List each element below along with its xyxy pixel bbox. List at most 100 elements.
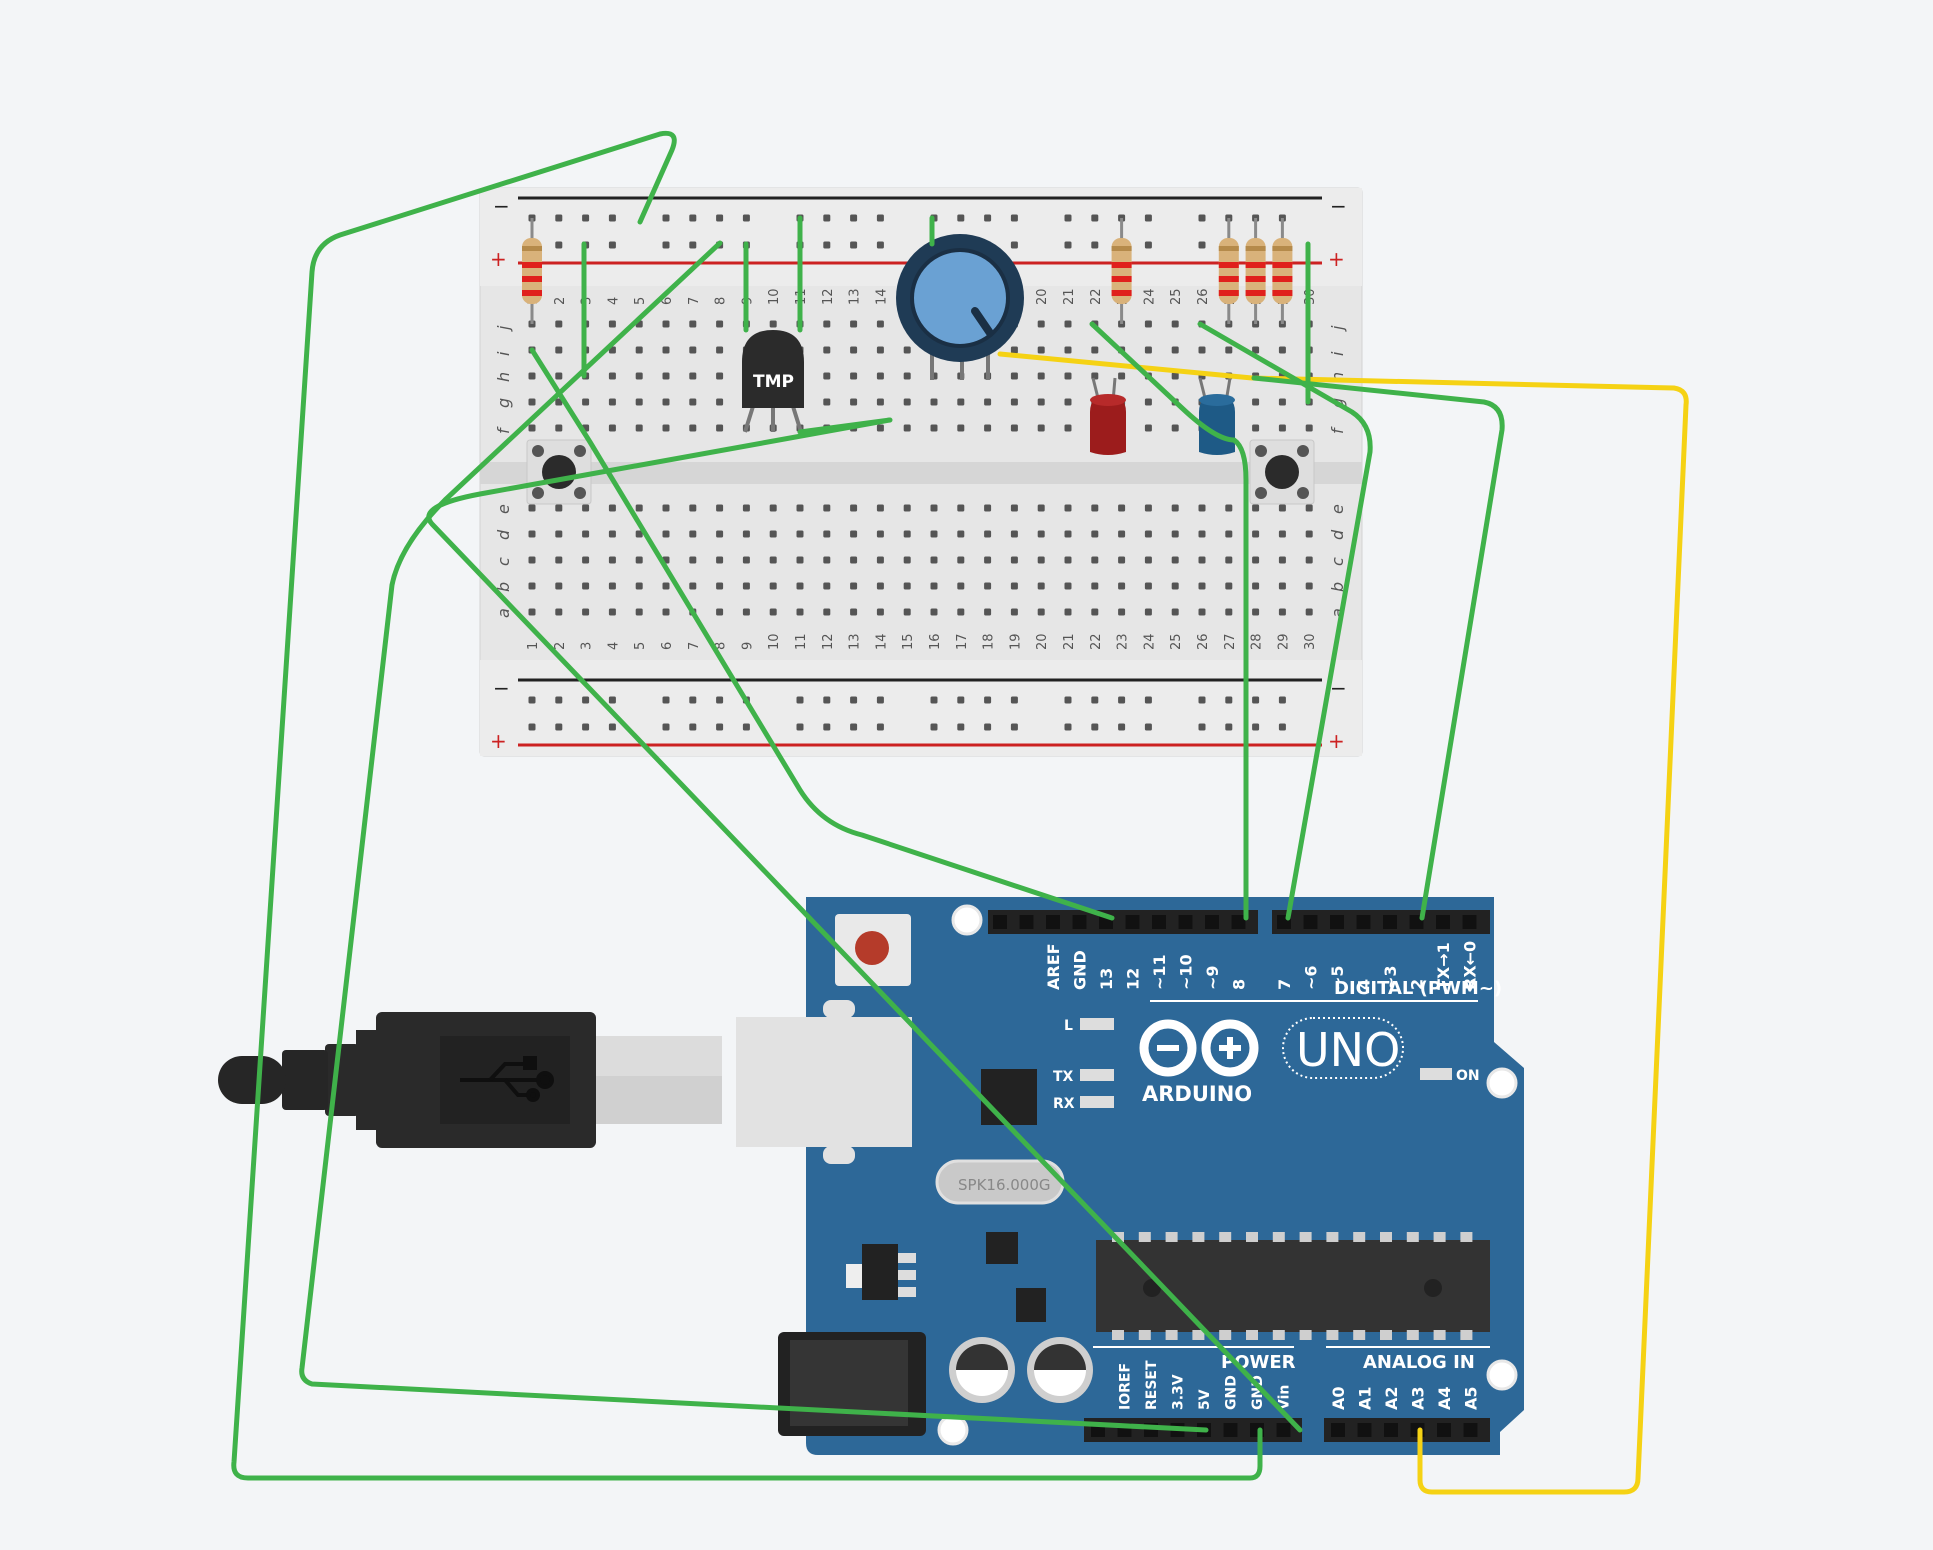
breadboard-hole bbox=[876, 346, 884, 354]
column-number: 17 bbox=[955, 633, 970, 650]
breadboard-hole bbox=[1064, 556, 1072, 564]
breadboard-hole bbox=[689, 398, 697, 406]
breadboard-hole bbox=[662, 530, 670, 538]
row-letter: g bbox=[494, 398, 513, 408]
rail-hole bbox=[1225, 696, 1233, 704]
wire bbox=[1251, 375, 1505, 921]
breadboard-hole bbox=[1252, 504, 1260, 512]
row-letter: d bbox=[1328, 529, 1347, 540]
rail-hole bbox=[662, 241, 670, 249]
rail-hole bbox=[1010, 241, 1018, 249]
column-number: 3 bbox=[580, 642, 595, 650]
column-number: 13 bbox=[848, 633, 863, 650]
rail-hole bbox=[742, 723, 750, 731]
pin-socket bbox=[1125, 915, 1140, 929]
breadboard[interactable]: − + − + − + − + 112233445566778899101011… bbox=[479, 187, 1363, 757]
analog-pin-label: A1 bbox=[1356, 1386, 1375, 1410]
breadboard-hole bbox=[1144, 608, 1152, 616]
rail-hole bbox=[796, 723, 804, 731]
breadboard-hole bbox=[1091, 608, 1099, 616]
digital-pin-sockets bbox=[993, 915, 1477, 929]
breadboard-hole bbox=[984, 582, 992, 590]
breadboard-hole bbox=[689, 530, 697, 538]
rail-hole bbox=[716, 723, 724, 731]
column-number: 4 bbox=[606, 642, 621, 650]
column-number: 24 bbox=[1142, 288, 1157, 305]
temperature-sensor[interactable]: TMP bbox=[742, 330, 804, 433]
breadboard-hole bbox=[1225, 504, 1233, 512]
crystal-label: SPK16.000G bbox=[958, 1176, 1051, 1194]
breadboard-hole bbox=[1091, 582, 1099, 590]
breadboard-hole bbox=[716, 582, 724, 590]
chip-pin bbox=[1272, 1232, 1285, 1242]
breadboard-hole bbox=[582, 530, 590, 538]
usb-symbol-icon bbox=[460, 1056, 554, 1102]
pushbutton-left[interactable] bbox=[526, 439, 592, 505]
analog-pin-label: A5 bbox=[1462, 1386, 1481, 1410]
reset-button-cap[interactable] bbox=[855, 931, 889, 965]
rail-hole bbox=[555, 696, 563, 704]
rail-minus-top-right: − bbox=[1330, 194, 1347, 218]
led-red[interactable] bbox=[1090, 377, 1126, 455]
breadboard-hole bbox=[1171, 582, 1179, 590]
breadboard-hole bbox=[984, 530, 992, 538]
power-pin-label: IOREF bbox=[1118, 1363, 1134, 1410]
wire bbox=[997, 351, 1689, 1495]
pin-socket bbox=[1463, 1423, 1478, 1437]
breadboard-hole bbox=[662, 504, 670, 512]
rail-hole bbox=[1144, 723, 1152, 731]
rail-hole bbox=[823, 696, 831, 704]
pin-socket bbox=[1178, 915, 1193, 929]
rail-hole bbox=[957, 696, 965, 704]
breadboard-hole bbox=[1064, 608, 1072, 616]
chip-pin bbox=[1299, 1232, 1312, 1242]
potentiometer[interactable] bbox=[896, 234, 1024, 380]
breadboard-hole bbox=[1091, 504, 1099, 512]
breadboard-hole bbox=[984, 398, 992, 406]
column-number: 11 bbox=[794, 633, 809, 650]
usb-cable[interactable] bbox=[218, 1000, 912, 1164]
breadboard-hole bbox=[1278, 504, 1286, 512]
breadboard-hole bbox=[903, 582, 911, 590]
breadboard-hole bbox=[608, 398, 616, 406]
resistor-band bbox=[1245, 276, 1266, 282]
wires bbox=[231, 130, 1689, 1495]
column-number: 19 bbox=[1008, 633, 1023, 650]
chip-pin bbox=[1246, 1232, 1258, 1242]
breadboard-hole bbox=[850, 504, 858, 512]
breadboard-hole bbox=[1198, 556, 1206, 564]
breadboard-hole bbox=[1252, 346, 1260, 354]
digital-pin-label: ~10 bbox=[1177, 954, 1196, 990]
breadboard-hole bbox=[582, 504, 590, 512]
rail-hole bbox=[984, 214, 992, 222]
breadboard-hole bbox=[957, 504, 965, 512]
breadboard-hole bbox=[850, 582, 858, 590]
mount-hole bbox=[937, 1414, 969, 1446]
rail-hole bbox=[876, 723, 884, 731]
breadboard-hole bbox=[1010, 530, 1018, 538]
breadboard-hole bbox=[823, 320, 831, 328]
breadboard-hole bbox=[850, 398, 858, 406]
pushbutton-right[interactable] bbox=[1249, 439, 1315, 505]
resistor-band bbox=[1218, 290, 1239, 296]
breadboard-hole bbox=[555, 398, 563, 406]
breadboard-hole bbox=[528, 556, 536, 564]
breadboard-hole bbox=[1064, 346, 1072, 354]
breadboard-hole bbox=[1305, 504, 1313, 512]
digital-pin-label: RX←0 bbox=[1461, 941, 1480, 990]
breadboard-hole bbox=[930, 608, 938, 616]
resistor bbox=[1245, 218, 1266, 324]
rail-hole bbox=[1091, 241, 1099, 249]
rail-minus-bottom-right: − bbox=[1330, 676, 1347, 700]
column-number: 16 bbox=[928, 633, 943, 650]
breadboard-hole bbox=[769, 556, 777, 564]
chip-pin bbox=[1353, 1330, 1366, 1340]
mount-hole bbox=[1486, 1067, 1518, 1099]
rail-hole bbox=[1118, 723, 1126, 731]
breadboard-hole bbox=[1144, 530, 1152, 538]
row-letter: f bbox=[494, 426, 513, 434]
row-letter: i bbox=[494, 351, 513, 356]
breadboard-hole bbox=[689, 582, 697, 590]
